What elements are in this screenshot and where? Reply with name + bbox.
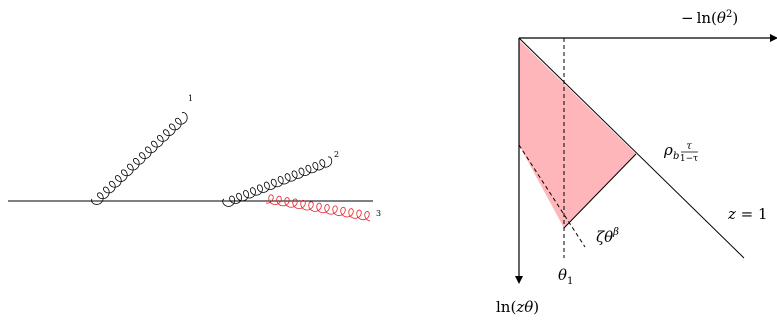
- gluon-2: [222, 156, 333, 207]
- gluon-2-label: 2: [334, 150, 339, 159]
- rho-label: ρ b τ 1−τ: [663, 141, 698, 164]
- y-axis-label: ln(zθ): [496, 298, 539, 316]
- x-axis-label: −ln(θ2): [681, 9, 738, 27]
- x-axis-label-theta: θ: [717, 9, 726, 27]
- gluon-3: [265, 194, 371, 222]
- lund-plane: −ln(θ2) ln(zθ) θ1 ζθβ ρ b τ 1−τ z = 1: [496, 9, 777, 316]
- rho-boundary-line: [563, 153, 637, 229]
- rho-label-sub: b: [673, 151, 679, 162]
- emission-diagram: 1 2 3: [8, 94, 381, 222]
- theta1-label: θ1: [558, 266, 573, 287]
- x-axis-label-close: ): [732, 9, 738, 27]
- y-axis-label-theta: θ: [524, 298, 533, 316]
- zeta-label-main: ζθ: [596, 228, 613, 246]
- x-axis-label-sq: 2: [726, 9, 732, 20]
- x-axis-label-open: (: [711, 9, 717, 27]
- gluon-1-label: 1: [188, 94, 193, 103]
- y-axis-label-open: (: [510, 298, 516, 316]
- y-axis-label-z: z: [515, 298, 524, 316]
- gluon-1: [91, 112, 188, 205]
- z-equals-1-label: z = 1: [727, 205, 768, 223]
- y-axis-label-close: ): [533, 298, 539, 316]
- x-axis-label-minus: −: [681, 9, 694, 27]
- theta1-label-sub: 1: [567, 276, 573, 287]
- rho-label-rho: ρ: [663, 141, 673, 159]
- gluon-3-label: 3: [376, 209, 381, 218]
- theta1-label-theta: θ: [558, 266, 567, 284]
- z-label-z: z: [727, 205, 736, 223]
- x-axis-label-ln: ln: [697, 9, 712, 27]
- z-equals-1-line: [518, 37, 745, 259]
- y-axis-label-ln: ln: [496, 298, 511, 316]
- rho-label-numerator: τ: [686, 141, 692, 152]
- rho-label-denominator: 1−τ: [680, 154, 698, 164]
- zeta-dashed-line: [518, 144, 586, 248]
- zeta-label-beta: β: [612, 227, 619, 238]
- zeta-label: ζθβ: [596, 227, 619, 246]
- vetoed-region: [519, 40, 636, 228]
- z-label-eq: = 1: [736, 205, 768, 223]
